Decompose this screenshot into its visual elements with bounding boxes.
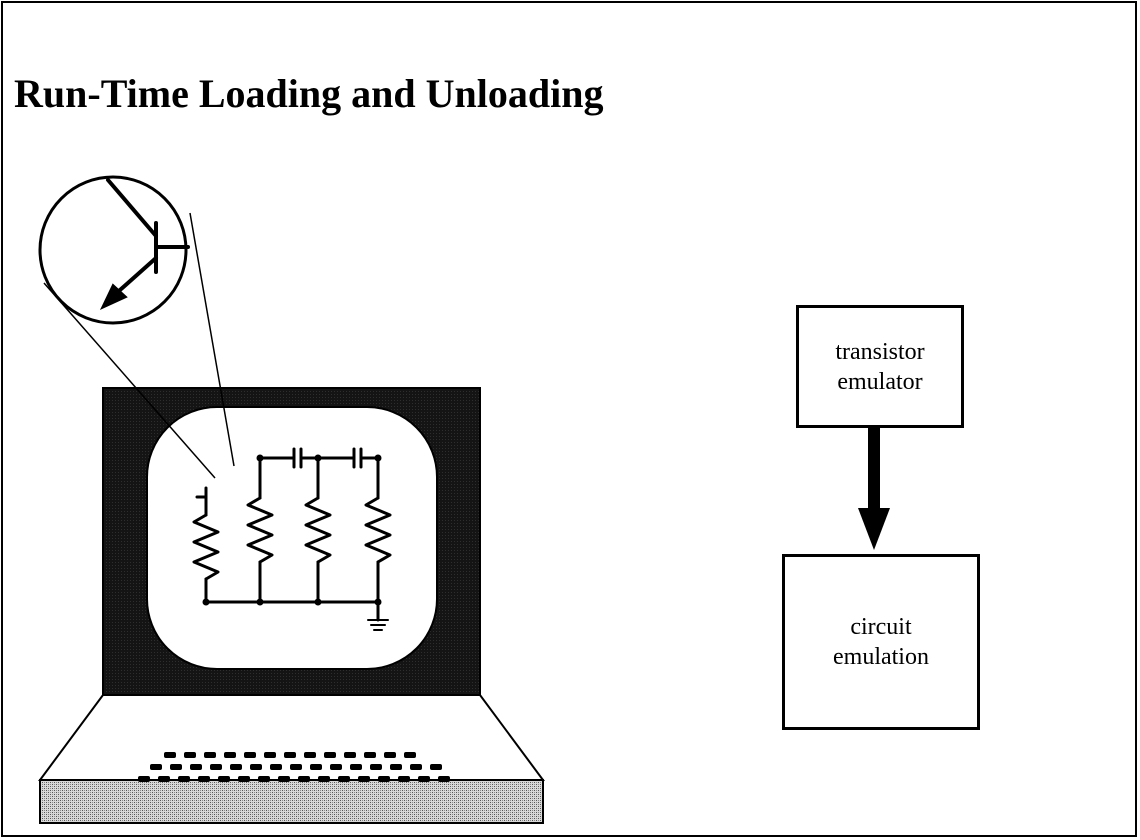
transistor-emulator-label: transistor emulator [835, 338, 925, 395]
circuit-junction-dots [202, 454, 382, 606]
key-row-1 [164, 752, 416, 758]
transistor-symbol-icon [38, 175, 190, 325]
keyboard-keys [138, 752, 450, 782]
page-title: Run-Time Loading and Unloading [14, 71, 604, 116]
circuit-emulation-box: circuit emulation [782, 554, 980, 730]
rc-circuit-schematic-icon [192, 447, 392, 631]
transistor-emulator-box: transistor emulator [796, 305, 964, 428]
key-row-2 [150, 764, 442, 770]
monitor-screen [146, 406, 438, 670]
computer-terminal-icon [38, 387, 545, 824]
zoom-callout-lines [43, 212, 235, 479]
arrow-down-icon [858, 428, 890, 550]
circuit-emulation-label: circuit emulation [833, 614, 929, 670]
keyboard-front [39, 779, 544, 824]
key-row-3 [138, 776, 450, 782]
